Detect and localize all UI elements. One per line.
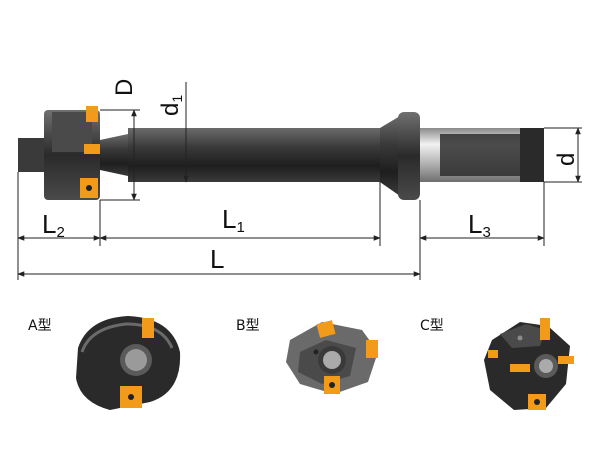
bar-body: [128, 128, 390, 182]
type-b-insert-top: [316, 320, 336, 338]
insert-screw-icon: [86, 185, 92, 191]
type-a-head: [76, 316, 181, 410]
type-b-head: [286, 320, 378, 394]
label-l3: L3: [468, 209, 491, 241]
boring-bar: [18, 106, 544, 200]
type-a-label: A型: [28, 318, 52, 334]
type-b-label: B型: [236, 318, 260, 334]
insert-top: [86, 106, 98, 122]
type-c-head: [484, 318, 574, 410]
bar-collar: [398, 112, 420, 200]
label-d: d: [553, 153, 580, 166]
label-l2: L2: [42, 209, 65, 241]
type-c-insert-left: [510, 364, 530, 372]
head-neck: [100, 134, 128, 176]
type-a-insert-top: [142, 318, 154, 338]
type-c-insert-far-left: [488, 350, 498, 358]
label-D: D: [111, 79, 138, 96]
shank-flat: [440, 134, 520, 176]
type-c-insert-right: [558, 356, 574, 364]
label-l: L: [210, 244, 224, 274]
type-c-label: C型: [420, 318, 444, 334]
bar-rear-stub: [18, 138, 48, 172]
shank-end: [520, 128, 544, 182]
type-b-insert-right: [366, 340, 378, 358]
dimension-lines: [17, 82, 582, 280]
insert-middle: [84, 144, 100, 154]
label-d1: d1: [157, 95, 185, 116]
type-c-insert-top: [540, 318, 550, 340]
bar-taper: [380, 116, 400, 196]
label-l1: L1: [222, 204, 245, 236]
